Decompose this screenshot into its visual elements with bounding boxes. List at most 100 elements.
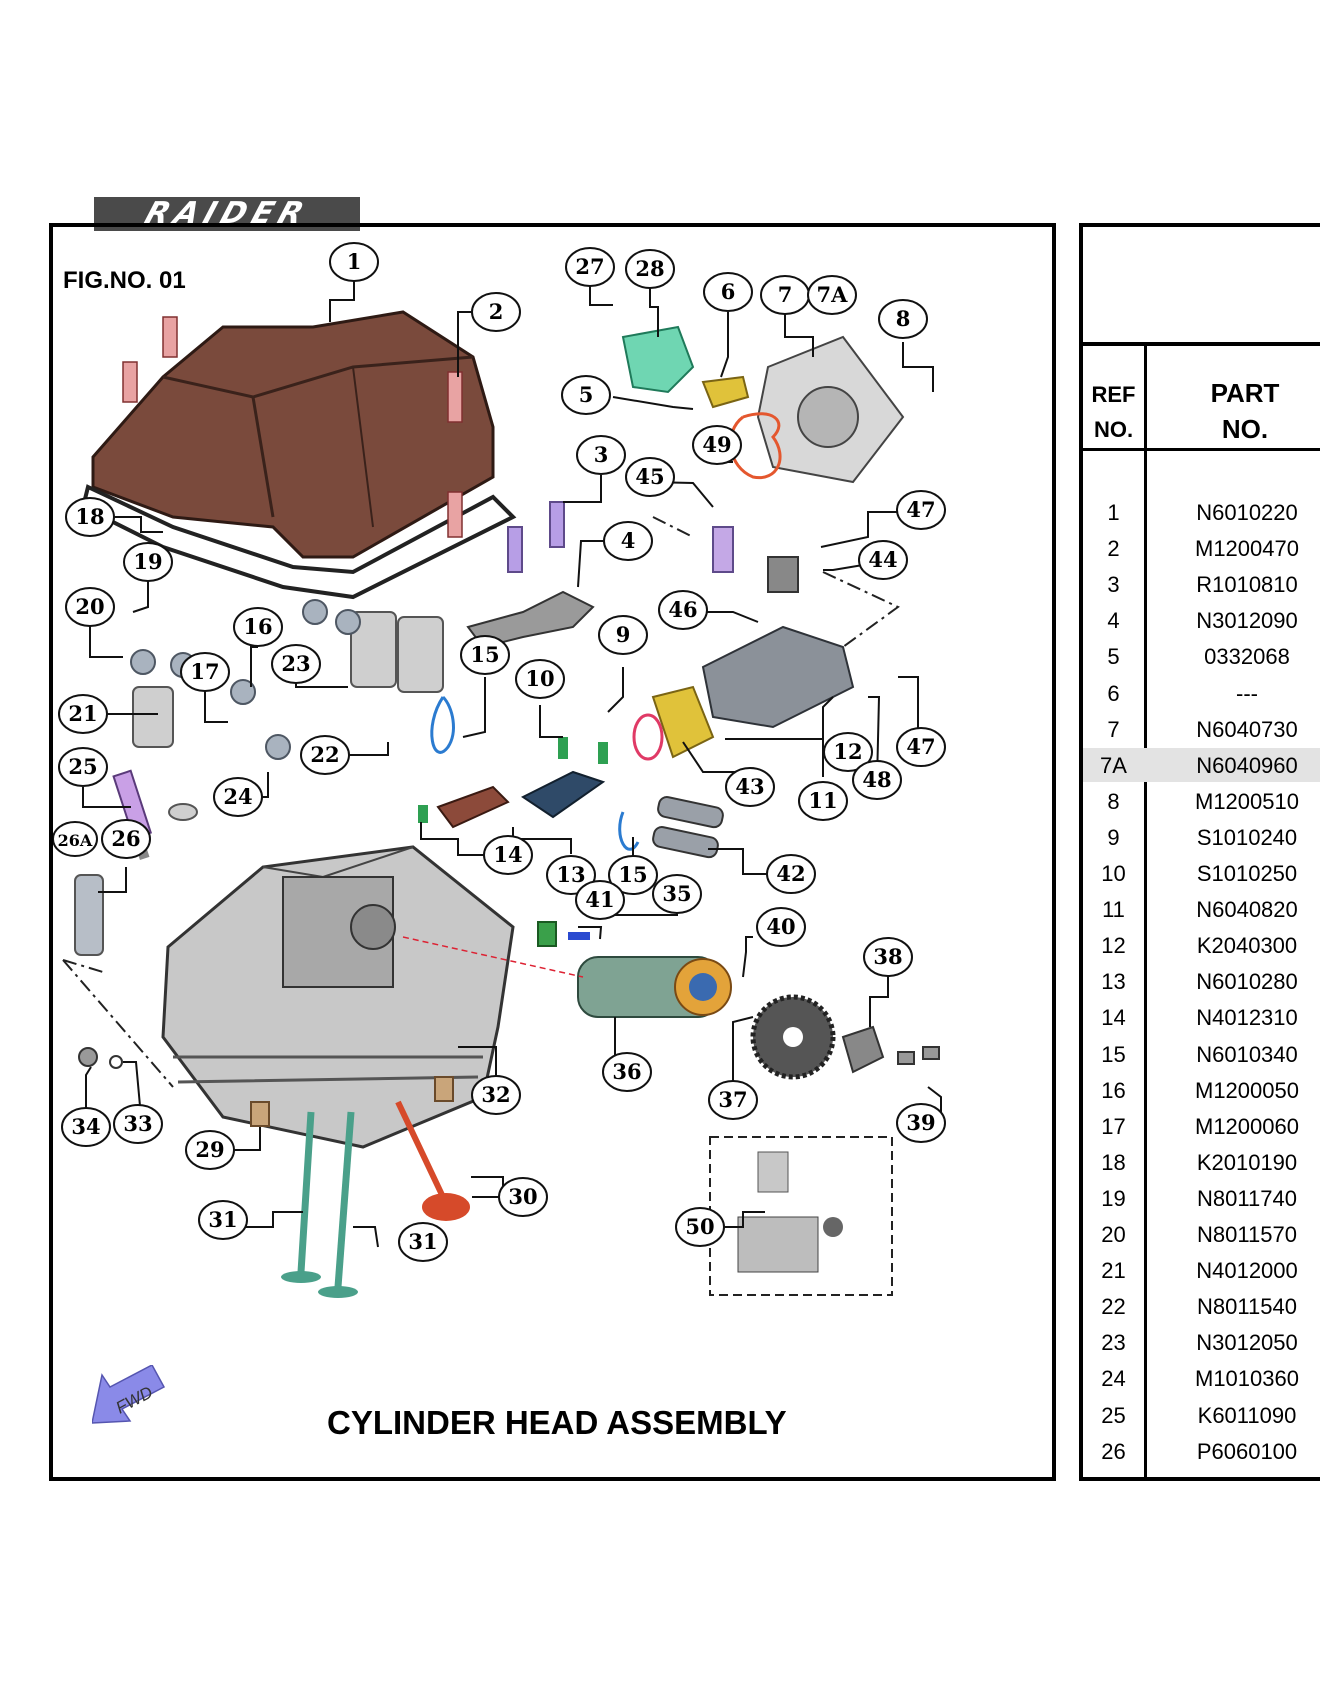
callout-31a: 31 — [198, 1200, 248, 1240]
ref-no-cell: 5 — [1107, 644, 1120, 670]
ref-no-cell: 3 — [1107, 572, 1120, 598]
ref-no-cell: 11 — [1102, 897, 1125, 923]
callout-20: 20 — [65, 587, 115, 627]
camshaft-axis — [402, 936, 584, 978]
plug-cap — [74, 874, 104, 956]
part-no-cell: 0332068 — [1204, 644, 1290, 670]
sprocket-bolts — [897, 1046, 940, 1065]
cover-gasket — [80, 484, 517, 600]
part-no-cell: M1200510 — [1195, 788, 1299, 814]
svg-text:29: 29 — [195, 1137, 224, 1162]
callout-47a: 47 — [896, 490, 946, 530]
svg-text:26A: 26A — [58, 831, 93, 850]
svg-text:1: 1 — [347, 249, 362, 274]
callout-31b: 31 — [398, 1222, 448, 1262]
part-no-cell: M1010360 — [1195, 1366, 1299, 1392]
valve-guides — [250, 1076, 454, 1127]
insulator — [651, 685, 715, 759]
svg-text:23: 23 — [281, 651, 310, 676]
valves — [281, 1100, 470, 1298]
svg-text:26: 26 — [111, 826, 140, 851]
part-no-cell: K2040300 — [1196, 933, 1298, 959]
svg-text:6: 6 — [721, 279, 736, 304]
rocker-arms — [418, 737, 608, 829]
breather-cover — [621, 325, 695, 394]
svg-text:34: 34 — [71, 1114, 100, 1139]
part-no-cell: P6060100 — [1196, 1438, 1298, 1464]
ref-no-cell: 15 — [1101, 1041, 1126, 1067]
callout-40: 40 — [756, 907, 806, 947]
callout-48: 48 — [852, 760, 902, 800]
svg-text:41: 41 — [585, 887, 614, 912]
part-no-cell: N6010280 — [1196, 969, 1298, 995]
svg-text:18: 18 — [75, 504, 104, 529]
ref-no-cell: 18 — [1101, 1149, 1126, 1175]
cylinder-head-cover — [91, 310, 495, 559]
svg-text:22: 22 — [310, 742, 339, 767]
callout-43: 43 — [725, 767, 775, 807]
svg-text:8: 8 — [896, 306, 911, 331]
svg-text:49: 49 — [702, 432, 731, 457]
callout-22: 22 — [300, 735, 350, 775]
part-no-cell: K2010190 — [1196, 1149, 1298, 1175]
svg-text:43: 43 — [735, 774, 764, 799]
callout-15b: 15 — [608, 855, 658, 895]
table-row: 5 0332068 — [1083, 639, 1320, 673]
rocker-clip-2 — [618, 811, 640, 851]
part-header-line1: PART — [1210, 378, 1280, 408]
valve-caps — [130, 599, 361, 760]
callout-27: 27 — [565, 247, 615, 287]
svg-text:7: 7 — [778, 282, 793, 307]
callout-5: 5 — [561, 375, 611, 415]
part-no-cell: N4012000 — [1196, 1258, 1298, 1284]
callout-4: 4 — [603, 521, 653, 561]
part-no-cell: N6040960 — [1196, 752, 1298, 778]
callout-18: 18 — [65, 497, 115, 537]
washer — [109, 1055, 123, 1069]
table-divider — [1083, 342, 1320, 346]
svg-text:14: 14 — [493, 842, 522, 867]
ref-no-cell: 10 — [1101, 861, 1126, 886]
callout-42: 42 — [766, 854, 816, 894]
svg-text:15: 15 — [618, 862, 647, 887]
subassembly-thumbnail — [737, 1151, 843, 1273]
part-no-cell: S1010240 — [1196, 824, 1298, 850]
cover-bolts — [122, 316, 463, 538]
part-no-header: PART NO. — [1147, 375, 1320, 447]
ref-no-cell: 23 — [1101, 1330, 1126, 1356]
callout-13: 13 — [546, 855, 596, 895]
svg-text:11: 11 — [808, 788, 837, 813]
svg-text:13: 13 — [556, 862, 585, 887]
forward-arrow-icon: FWD — [92, 1365, 166, 1424]
svg-text:25: 25 — [68, 754, 97, 779]
ref-no-cell: 2 — [1107, 536, 1120, 562]
callout-12: 12 — [823, 732, 873, 772]
part-no-cell: N6040730 — [1196, 716, 1298, 742]
callout-46: 46 — [658, 590, 708, 630]
part-no-cell: N8011540 — [1197, 1294, 1297, 1320]
svg-text:32: 32 — [481, 1082, 510, 1107]
header-bottom-rule — [1083, 448, 1320, 451]
svg-text:38: 38 — [873, 944, 902, 969]
svg-text:27: 27 — [575, 254, 604, 279]
camshaft — [577, 956, 732, 1018]
cam-sprocket — [750, 994, 836, 1080]
alignment-lines — [62, 516, 900, 1088]
ref-no-cell: 4 — [1107, 608, 1120, 634]
part-no-cell: N6010220 — [1196, 500, 1298, 525]
callout-49: 49 — [692, 425, 742, 465]
callout-34: 34 — [61, 1107, 111, 1147]
ref-no-cell: 22 — [1101, 1294, 1126, 1320]
ref-no-cell: 16 — [1101, 1077, 1126, 1103]
svg-text:36: 36 — [612, 1059, 641, 1084]
part-header-line2: NO. — [1221, 414, 1269, 444]
